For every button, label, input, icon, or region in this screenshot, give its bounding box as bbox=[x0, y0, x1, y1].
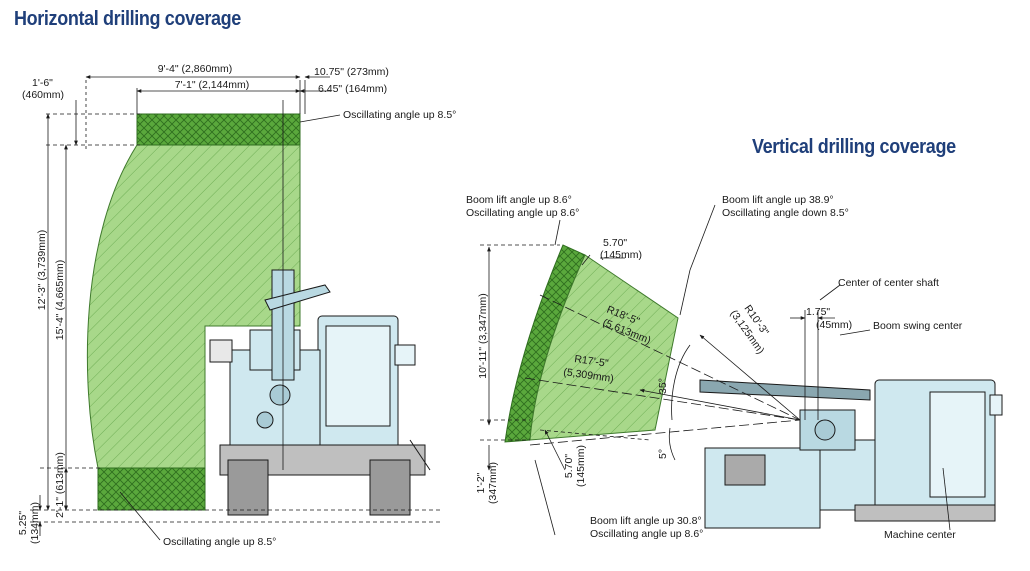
note-boom-bottom-1: Boom lift angle up 30.8° bbox=[590, 515, 702, 527]
note-oscillating-top: Oscillating angle up 8.5° bbox=[343, 109, 456, 121]
vertical-coverage-title: Vertical drilling coverage bbox=[752, 136, 956, 158]
vertical-diagram: Boom lift angle up 8.6° Oscillating angl… bbox=[466, 194, 1003, 541]
note-boom-top-left-2: Oscillating angle up 8.6° bbox=[466, 207, 579, 219]
horizontal-dimension-lines bbox=[30, 75, 440, 541]
dim-shaft-in: 1.75" bbox=[806, 306, 830, 318]
dim-inner-width: 7'-1" (2,144mm) bbox=[175, 79, 250, 91]
dim-height-1-mm: (347mm) bbox=[487, 462, 499, 504]
dim-r17-ft: R17'-5" bbox=[574, 353, 610, 370]
dim-ground-mm: (134mm) bbox=[29, 502, 41, 544]
dim-angle-35: 35° bbox=[657, 378, 669, 394]
dim-height-10: 10'-11" (3,347mm) bbox=[477, 293, 489, 379]
note-center-shaft: Center of center shaft bbox=[838, 277, 939, 289]
dim-shaft-mm: (45mm) bbox=[816, 319, 852, 331]
note-boom-top-right-2: Oscillating angle down 8.5° bbox=[722, 207, 849, 219]
dim-angle-5: 5° bbox=[657, 449, 669, 459]
dim-height-12: 12'-3" (3,739mm) bbox=[36, 230, 48, 310]
dim-top-offset-in: 5.70" bbox=[603, 237, 627, 249]
dim-top-offset-mm: (145mm) bbox=[600, 249, 642, 261]
note-boom-top-left-1: Boom lift angle up 8.6° bbox=[466, 194, 572, 206]
dim-height-2: 2'-1" (613mm) bbox=[54, 452, 66, 518]
horizontal-bottom-oscillation-band bbox=[97, 467, 206, 511]
horizontal-machine-front-view bbox=[209, 269, 431, 516]
vertical-machine-side-view bbox=[699, 379, 1003, 529]
vertical-coverage-sector bbox=[529, 254, 679, 441]
dim-top-width: 9'-4" (2,860mm) bbox=[158, 63, 233, 75]
dim-bottom-offset-mm: (145mm) bbox=[575, 445, 587, 487]
note-oscillating-bottom: Oscillating angle up 8.5° bbox=[163, 536, 276, 548]
note-machine-center: Machine center bbox=[884, 529, 956, 541]
dim-left-offset-mm: (460mm) bbox=[22, 89, 64, 101]
horizontal-coverage-title: Horizontal drilling coverage bbox=[14, 8, 241, 30]
vertical-dimension-lines bbox=[480, 204, 951, 536]
note-boom-top-right-1: Boom lift angle up 38.9° bbox=[722, 194, 834, 206]
dim-height-15: 15'-4" (4,665mm) bbox=[54, 260, 66, 340]
dim-right-inner-offset: 6.45" (164mm) bbox=[318, 83, 387, 95]
dim-height-1-ft: 1'-2" bbox=[475, 472, 487, 493]
horizontal-diagram: 9'-4" (2,860mm) 7'-1" (2,144mm) 10.75" (… bbox=[17, 63, 456, 548]
horizontal-top-oscillation-band bbox=[136, 113, 301, 146]
dim-bottom-offset-in: 5.70" bbox=[563, 454, 575, 478]
note-boom-bottom-2: Oscillating angle up 8.6° bbox=[590, 528, 703, 540]
dim-ground-ft: 5.25" bbox=[17, 511, 29, 535]
note-boom-swing-center: Boom swing center bbox=[873, 320, 963, 332]
dim-right-top-offset: 10.75" (273mm) bbox=[314, 66, 389, 78]
dim-left-offset-ft: 1'-6" bbox=[32, 77, 53, 89]
